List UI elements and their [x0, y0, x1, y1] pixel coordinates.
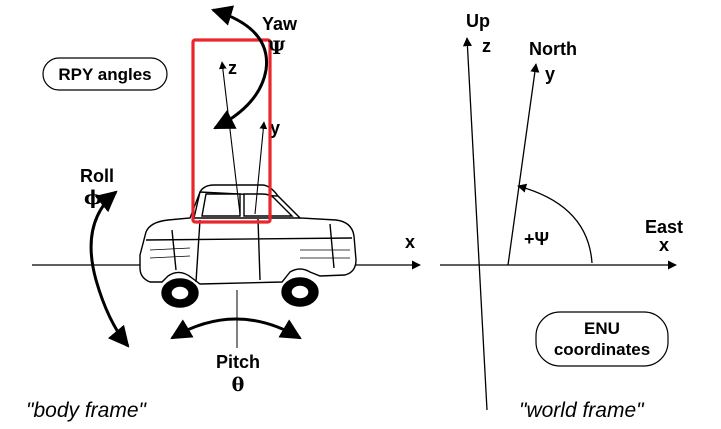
- rpy-angles-label: RPY angles: [58, 65, 151, 84]
- north-label: North: [529, 39, 577, 59]
- roll-arrow: [89, 190, 130, 348]
- enu-badge-line1: ENU: [584, 319, 620, 338]
- body-y-axis-label: y: [270, 118, 280, 138]
- heading-angle-arc: [517, 183, 593, 264]
- world-x-axis-label: x: [659, 235, 669, 255]
- east-label: East: [645, 217, 683, 237]
- world-y-axis-label: y: [545, 64, 555, 84]
- world-frame-panel: East x Up z North y +Ψ ENU coordinates "…: [440, 11, 683, 422]
- yaw-symbol: Ψ: [268, 37, 286, 59]
- enu-coordinates-badge: ENU coordinates: [535, 311, 669, 367]
- body-frame-caption: "body frame": [26, 399, 148, 422]
- world-z-axis-label: z: [482, 36, 491, 56]
- front-wheel: [161, 278, 199, 308]
- heading-angle-label: +Ψ: [524, 229, 549, 249]
- body-frame-panel: RPY angles x: [26, 5, 421, 422]
- rpy-angles-badge: RPY angles: [42, 57, 168, 91]
- roll-symbol: ϕ: [84, 187, 102, 209]
- enu-badge-line2: coordinates: [554, 340, 650, 359]
- car-illustration: [139, 184, 357, 308]
- pitch-label: Pitch: [216, 352, 260, 372]
- roll-label: Roll: [80, 166, 114, 186]
- pitch-symbol: θ: [232, 374, 245, 396]
- yaw-label: Yaw: [262, 14, 298, 34]
- body-y-axis: [254, 121, 268, 215]
- yaw-arrow: [210, 5, 269, 130]
- body-x-axis-label: x: [405, 232, 415, 252]
- pitch-arrow: [170, 317, 302, 340]
- world-z-axis: [462, 37, 488, 411]
- up-label: Up: [466, 11, 490, 31]
- world-y-axis: [507, 63, 540, 266]
- rear-wheel: [281, 277, 319, 307]
- world-frame-caption: "world frame": [519, 399, 645, 422]
- body-z-axis-label: z: [228, 58, 237, 78]
